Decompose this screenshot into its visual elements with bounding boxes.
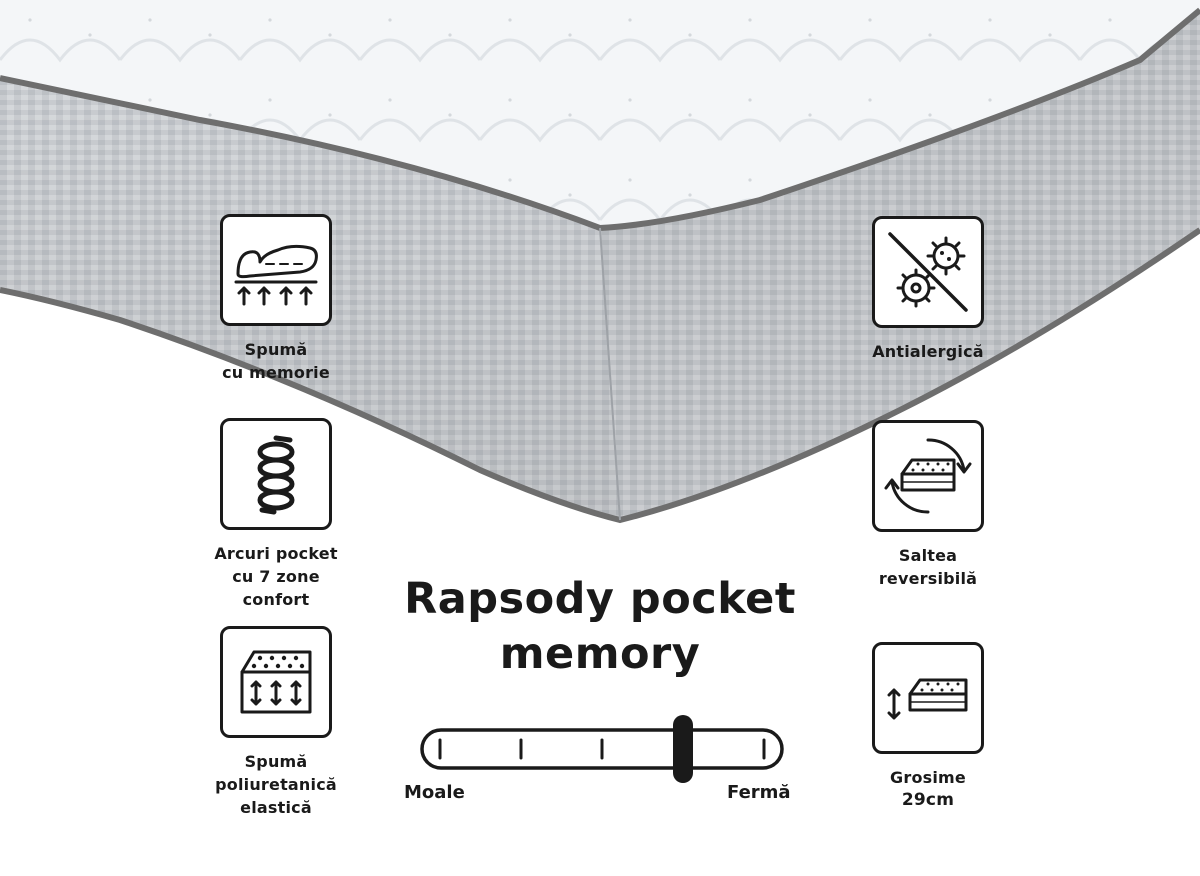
memory-foam-icon (234, 244, 318, 306)
memory-foam-icon-box (220, 214, 332, 326)
pocket-springs-caption: Arcuri pocket cu 7 zone confort (214, 542, 337, 611)
firmness-max-label: Fermă (727, 782, 791, 803)
elastic-foam-icon-box (220, 626, 332, 738)
antiallergic-caption: Antialergică (872, 340, 984, 363)
caption-line: cu memorie (222, 363, 330, 382)
feature-antiallergic: Antialergică (818, 216, 1038, 363)
thickness-value: 29cm (901, 790, 955, 810)
memory-foam-caption: Spumă cu memorie (222, 338, 330, 384)
title-line: memory (499, 629, 701, 679)
caption-line: Saltea (898, 546, 958, 565)
reversible-mattress-icon (884, 438, 972, 514)
firmness-min-label: Moale (404, 782, 465, 803)
elastic-foam-caption: Spumă poliuretanică elastică (215, 750, 337, 819)
product-title: Rapsody pocket memory (380, 572, 820, 682)
anti-allergy-icon-box (872, 216, 984, 328)
caption-line: confort (242, 590, 310, 609)
feature-pocket-springs: Arcuri pocket cu 7 zone confort (166, 418, 386, 611)
caption-line: Antialergică (872, 342, 984, 361)
anti-allergy-icon (888, 232, 968, 312)
feature-memory-foam: Spumă cu memorie (166, 214, 386, 384)
thickness-caption: Grosime 29cm (890, 766, 966, 812)
caption-line: Arcuri pocket (214, 544, 338, 563)
reversible-caption: Saltea reversibilă (879, 544, 977, 590)
caption-line: Spumă (244, 340, 308, 359)
caption-line: elastică (240, 798, 312, 817)
thickness-icon (887, 678, 968, 720)
feature-elastic-foam: Spumă poliuretanică elastică (166, 626, 386, 819)
pocket-spring-icon (257, 435, 295, 515)
caption-line: reversibilă (878, 569, 978, 588)
thickness-label: Grosime (890, 768, 966, 787)
firmness-marker (673, 715, 693, 783)
firmness-scale (420, 715, 784, 783)
feature-thickness: Grosime 29cm (818, 642, 1038, 812)
elastic-foam-icon (240, 650, 312, 714)
caption-line: cu 7 zone (232, 567, 320, 586)
caption-line: poliuretanică (215, 775, 337, 794)
pocket-spring-icon-box (220, 418, 332, 530)
reversible-mattress-icon-box (872, 420, 984, 532)
feature-reversible: Saltea reversibilă (818, 420, 1038, 590)
title-line: Rapsody pocket (404, 574, 796, 624)
caption-line: Spumă (244, 752, 308, 771)
thickness-icon-box (872, 642, 984, 754)
